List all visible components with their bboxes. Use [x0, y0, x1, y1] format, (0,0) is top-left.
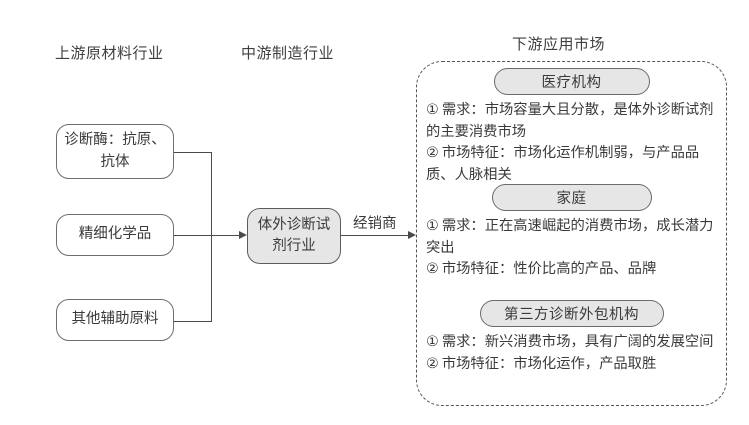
- connector-enzyme-stub: [174, 152, 212, 154]
- column-header-midstream: 中游制造行业: [241, 45, 335, 62]
- bullet-text: 市场特征：市场化运作机制弱，与产品品质、人脉相关: [426, 145, 700, 184]
- node-other-auxiliary-materials: 其他辅助原料: [56, 299, 174, 341]
- edge-label-distributor: 经销商: [353, 216, 397, 232]
- arrow-head-to-ivd-icon: [239, 231, 247, 239]
- market-section-title-family: 家庭: [491, 184, 652, 211]
- bullet-text: 市场特征：性价比高的产品、品牌: [441, 261, 657, 278]
- bullet-number: ①: [426, 102, 439, 118]
- node-diagnostic-enzyme: 诊断酶：抗原、抗体: [56, 124, 174, 179]
- bullet-number: ①: [426, 334, 439, 350]
- connector-chemical-stub: [174, 235, 212, 237]
- market-section-title-third-party: 第三方诊断外包机构: [479, 300, 664, 327]
- bullet-text: 市场特征：市场化运作，产品取胜: [441, 355, 657, 372]
- connector-other-stub: [174, 321, 212, 323]
- bullet-text: 需求：正在高速崛起的消费市场，成长潜力突出: [426, 218, 714, 256]
- bullet-number: ②: [426, 145, 439, 162]
- bullet-number: ②: [426, 261, 439, 278]
- connector-bus-to-ivd: [211, 235, 240, 237]
- connector-ivd-to-market: [341, 235, 409, 237]
- bullet-text: 需求：新兴消费市场，具有广阔的发展空间: [441, 334, 714, 350]
- node-fine-chemicals: 精细化学品: [56, 214, 174, 256]
- column-header-downstream: 下游应用市场: [512, 36, 606, 53]
- arrow-head-to-market-icon: [408, 231, 416, 239]
- bullet-text: 需求：市场容量大且分散，是体外诊断试剂的主要消费市场: [426, 102, 714, 140]
- node-ivd-reagent-industry: 体外诊断试剂行业: [247, 208, 341, 264]
- bullet-number: ②: [426, 355, 439, 372]
- connector-vertical-bus: [211, 152, 213, 322]
- column-header-upstream: 上游原材料行业: [55, 45, 164, 62]
- market-section-title-medical: 医疗机构: [493, 68, 650, 95]
- bullet-number: ①: [426, 218, 439, 234]
